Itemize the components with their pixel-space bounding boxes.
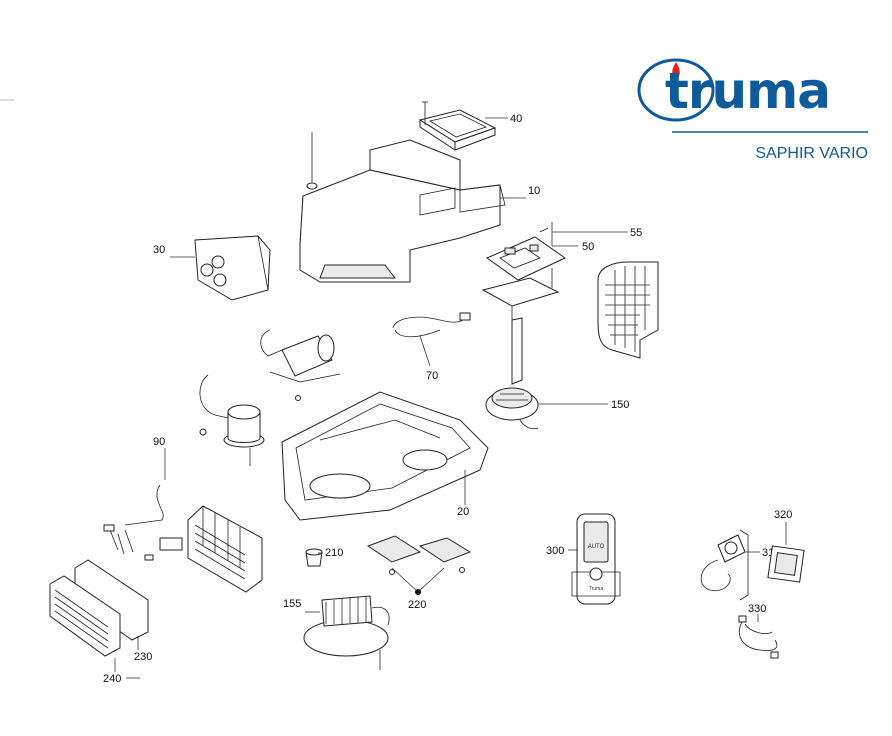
part-label-10: 10 [528,185,540,197]
remote-brand-label: Truma [589,586,603,592]
part-label-90: 90 [153,436,165,448]
part-vent-cover: 30 [153,235,271,301]
product-name: SAPHIR VARIO [755,145,868,162]
part-label-20: 20 [457,506,469,518]
part-label-30: 30 [153,244,165,256]
part-control-board: 55 50 [481,222,642,320]
part-wiring-90: 90 [103,436,166,561]
part-label-230: 230 [134,651,152,663]
part-label-240: 240 [103,673,121,685]
part-filter-holder-210: 210 [305,547,343,567]
part-sensor-310: 310 [700,529,780,601]
part-label-70: 70 [426,370,438,382]
part-label-150: 150 [611,399,629,411]
part-base-tray: 20 [281,391,489,521]
part-pump-motor [260,329,341,401]
part-label-155: 155 [283,598,301,610]
part-cable-330: 330 [738,603,779,659]
part-wall-plate-320: 320 [767,509,805,583]
part-cable-70: 70 [392,312,471,382]
part-blower-150: 150 [485,317,629,430]
part-label-210: 210 [325,547,343,559]
flame-icon [672,62,680,80]
part-label-40: 40 [510,113,522,125]
part-label-55: 55 [630,227,642,239]
part-radiator [159,505,263,593]
part-label-300: 300 [546,545,564,557]
part-label-330: 330 [748,603,766,615]
part-top-housing: 10 [299,132,540,283]
part-label-220: 220 [408,599,426,611]
part-heat-exchanger [597,261,659,359]
brand-name: truma [665,62,830,120]
part-filter-mats-220: 220 [366,535,472,611]
part-fan-155: 155 [283,595,390,670]
part-cover-plate: 40 [418,101,522,151]
remote-screen-text: AUTO [588,544,605,550]
part-grille-panels: 230 240 [49,559,152,685]
part-label-320: 320 [774,509,792,521]
part-remote-300: AUTO Truma 300 [546,513,621,605]
truma-logo: truma SAPHIR VARIO [637,58,868,162]
part-label-50: 50 [582,241,594,253]
part-motor-bracket [199,374,265,466]
